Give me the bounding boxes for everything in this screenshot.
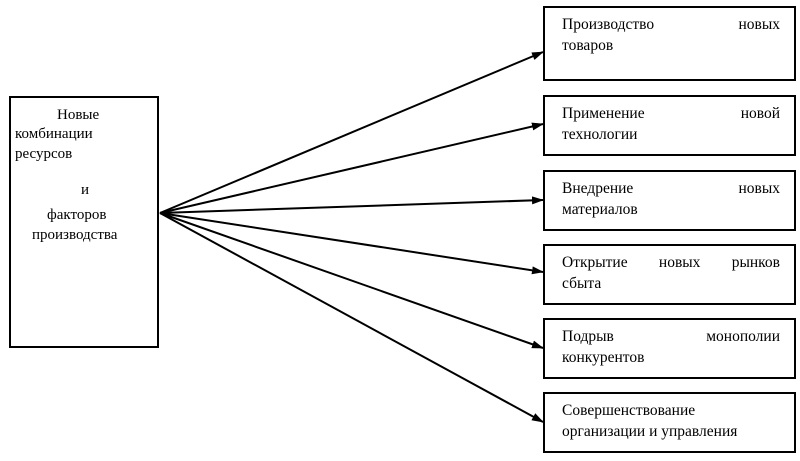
arrow-2 — [159, 122, 544, 214]
source-line-3: ресурсов — [15, 146, 73, 162]
target-box-management-improvement: Совершенствование организации и управлен… — [543, 392, 796, 453]
source-line-1: Новые — [57, 107, 100, 123]
arrow-3 — [159, 196, 544, 214]
arrow-5 — [159, 212, 544, 349]
arrow-6 — [159, 212, 544, 423]
source-box-new-combinations: Новые комбинации ресурсов и факторов про… — [9, 96, 159, 348]
source-line-6: производства — [32, 227, 118, 243]
source-line-4: и — [81, 182, 90, 198]
arrow-4 — [159, 212, 544, 275]
source-line-5: факторов — [47, 207, 107, 223]
arrow-1 — [159, 51, 544, 214]
source-line-2: комбинации — [15, 126, 93, 142]
